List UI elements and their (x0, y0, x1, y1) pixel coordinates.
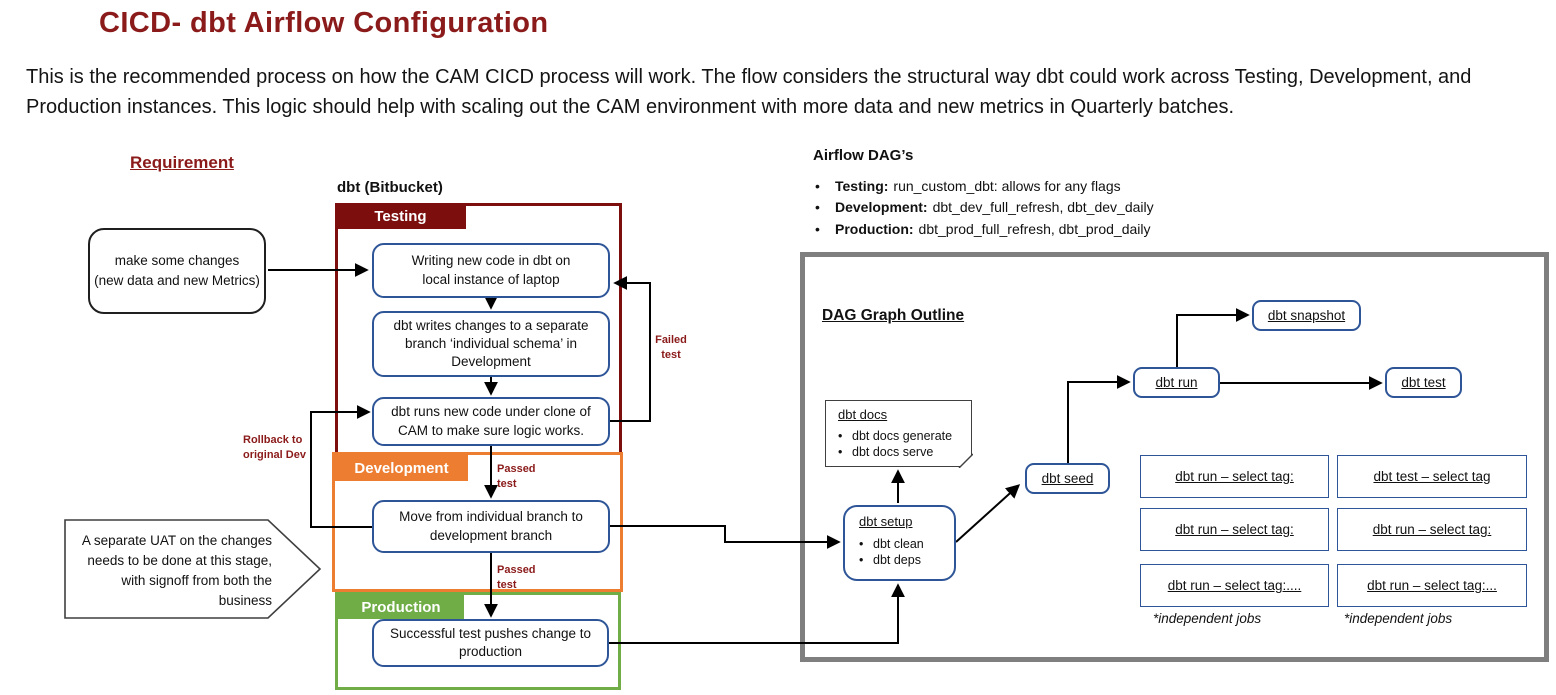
uat-note-text: A separate UAT on the changes needs to b… (81, 533, 272, 608)
bullet-icon: • (838, 429, 843, 443)
pipeline-heading: dbt (Bitbucket) (337, 179, 443, 196)
list-item: • Development: dbt_dev_full_refresh, dbt… (813, 199, 1154, 216)
flow-box-push-production: Successful test pushes change to product… (372, 619, 609, 667)
uat-callout: A separate UAT on the changes needs to b… (64, 519, 322, 619)
dbt-docs-note: dbt docs • dbt docs generate • dbt docs … (825, 400, 973, 468)
dbt-docs-title: dbt docs (838, 407, 888, 422)
docs-command: dbt docs serve (852, 445, 934, 460)
connector-seed-to-run (1067, 375, 1131, 463)
uat-pentagon-shape (64, 519, 322, 619)
list-item: • dbt deps (857, 553, 954, 567)
testing-section-label: Testing (335, 203, 466, 229)
flow-box-move-branch: Move from individual branch to developme… (372, 500, 610, 553)
list-item: • dbt docs serve (836, 445, 971, 459)
independent-jobs-note-left: *independent jobs (1153, 611, 1262, 626)
dag-graph-heading: DAG Graph Outline (822, 307, 965, 324)
dbt-snapshot-node: dbt snapshot (1252, 300, 1361, 331)
failed-test-label: Failed test (655, 334, 687, 361)
bullet-icon: • (859, 537, 864, 551)
connector-rollback (310, 405, 372, 528)
job-box-run-select-tag-2: dbt run – select tag: (1140, 508, 1329, 551)
connector-move-to-setup (610, 525, 841, 549)
list-item: • Production: dbt_prod_full_refresh, dbt… (813, 220, 1154, 237)
passed-test-label-1: Passed test (497, 463, 536, 490)
connector-run-to-snapshot (1176, 308, 1250, 367)
bullet-icon: • (815, 178, 820, 194)
passed-test-label-2: Passed test (497, 564, 536, 591)
job-box-run-select-tag-3: dbt run – select tag: (1337, 508, 1527, 551)
intro-paragraph: This is the recommended process on how t… (26, 66, 1472, 118)
list-item: • Testing: run_custom_dbt: allows for an… (813, 178, 1154, 194)
page-title: CICD- dbt Airflow Configuration (99, 7, 549, 39)
bullet-icon: • (859, 553, 864, 568)
dbt-setup-node: dbt setup • dbt clean • dbt deps (843, 505, 956, 581)
env-name: Production: (835, 220, 914, 237)
dbt-setup-title: dbt setup (859, 514, 913, 529)
env-dags: run_custom_dbt: allows for any flags (893, 178, 1121, 194)
setup-command: dbt deps (873, 553, 921, 568)
flow-box-separate-branch: dbt writes changes to a separate branch … (372, 311, 610, 377)
folded-corner-icon (958, 453, 973, 468)
env-dags: dbt_dev_full_refresh, dbt_dev_daily (932, 199, 1154, 216)
independent-jobs-note-right: *independent jobs (1344, 611, 1453, 626)
flow-box-clone-test: dbt runs new code under clone of CAM to … (372, 397, 610, 446)
dbt-seed-node: dbt seed (1025, 463, 1110, 494)
development-section-frame (332, 452, 623, 592)
job-box-run-select-tag-1: dbt run – select tag: (1140, 455, 1329, 498)
list-item: • dbt clean (857, 537, 954, 551)
bullet-icon: • (838, 445, 843, 460)
env-dags: dbt_prod_full_refresh, dbt_prod_daily (918, 220, 1151, 237)
dag-graph-frame (800, 252, 1549, 662)
job-box-run-select-tag-4: dbt run – select tag:.... (1140, 564, 1329, 607)
job-box-run-select-tag-5: dbt run – select tag:... (1337, 564, 1527, 607)
setup-command: dbt clean (873, 537, 924, 551)
production-section-frame (335, 592, 621, 690)
flow-box-write-code: Writing new code in dbt on local instanc… (372, 243, 610, 298)
production-section-label: Production (338, 595, 464, 619)
requirement-heading: Requirement (130, 153, 234, 172)
list-item: • dbt docs generate (836, 429, 971, 443)
airflow-dags-list: • Testing: run_custom_dbt: allows for an… (813, 178, 1154, 243)
connector-prod-to-setup (609, 583, 905, 644)
development-section-label: Development (335, 455, 468, 481)
connector-setup-to-seed (955, 484, 1021, 543)
job-box-test-select-tag: dbt test – select tag (1337, 455, 1527, 498)
dbt-test-node: dbt test (1385, 367, 1462, 398)
dbt-run-node: dbt run (1133, 367, 1220, 398)
rollback-label: Rollback to original Dev (243, 434, 306, 461)
docs-command: dbt docs generate (852, 429, 953, 443)
connector-failed-test-loop (610, 276, 651, 422)
env-name: Development: (835, 199, 928, 216)
bullet-icon: • (815, 199, 820, 216)
airflow-dags-heading: Airflow DAG’s (813, 147, 914, 164)
env-name: Testing: (835, 178, 889, 194)
bullet-icon: • (815, 220, 820, 237)
start-node-make-changes: make some changes (new data and new Metr… (88, 228, 266, 314)
